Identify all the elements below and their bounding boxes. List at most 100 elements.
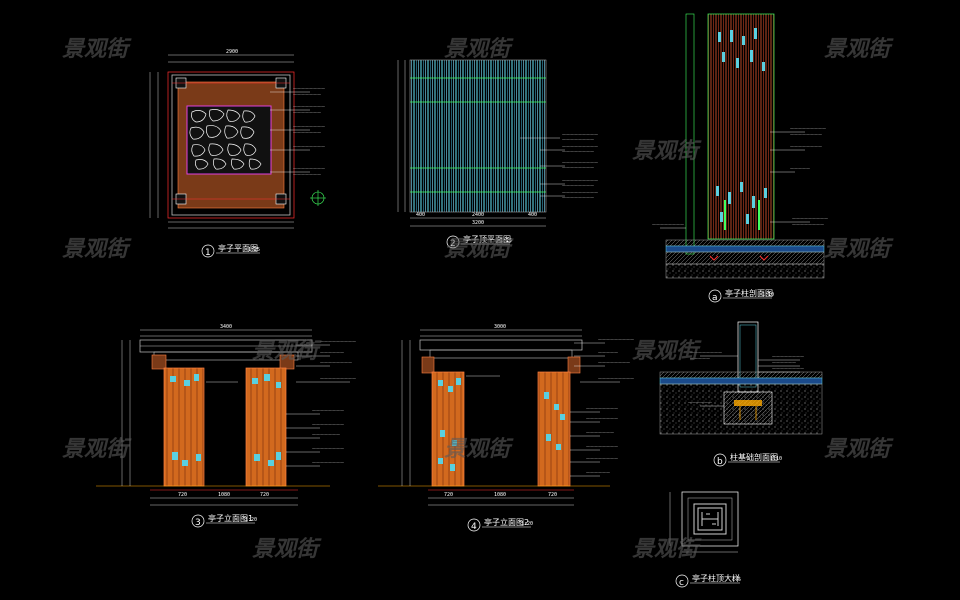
svg-text:————————: ———————— bbox=[293, 86, 325, 91]
svg-text:———————: ——————— bbox=[586, 430, 614, 435]
svg-text:————————: ———————— bbox=[772, 354, 804, 359]
svg-text:————————: ———————— bbox=[320, 360, 352, 365]
watermark: 景观街 bbox=[62, 437, 132, 462]
svg-text:—————: ————— bbox=[690, 356, 710, 361]
svg-text:——————: —————— bbox=[772, 360, 796, 365]
svg-text:———————: ——————— bbox=[293, 92, 321, 97]
watermark: 景观街 bbox=[444, 237, 514, 262]
view-a-column-section: ————————————————— ———————— ————— ———————… bbox=[652, 13, 828, 303]
svg-text:————————: ———————— bbox=[690, 350, 722, 355]
svg-text:1:10: 1:10 bbox=[762, 292, 774, 298]
view-b-title: 柱基础剖面图 bbox=[730, 452, 778, 462]
svg-text:————————: ———————— bbox=[586, 416, 618, 421]
svg-text:2900: 2900 bbox=[226, 49, 238, 55]
view-2-title: 亭子顶平面图 bbox=[463, 234, 511, 244]
svg-text:———————: ——————— bbox=[312, 432, 340, 437]
svg-text:720: 720 bbox=[260, 492, 269, 498]
svg-text:720: 720 bbox=[444, 492, 453, 498]
view-3-title: 亭子立面图1 bbox=[208, 513, 253, 523]
svg-text:—————: ————— bbox=[790, 166, 810, 171]
svg-text:3: 3 bbox=[195, 518, 201, 528]
svg-text:—————————: ————————— bbox=[320, 376, 356, 381]
svg-text:—————————: ————————— bbox=[562, 160, 598, 165]
watermark: 景观街 bbox=[444, 37, 514, 62]
svg-text:————————: ———————— bbox=[562, 195, 594, 200]
svg-text:1: 1 bbox=[205, 248, 211, 258]
svg-text:————————: ———————— bbox=[562, 137, 594, 142]
svg-text:————————: ———————— bbox=[586, 444, 618, 449]
view-1-title: 亭子平面图 bbox=[218, 243, 258, 253]
svg-text:1:10: 1:10 bbox=[770, 456, 782, 462]
view-b-foundation-section: ————————————— —————————————— ———————— ——… bbox=[659, 321, 823, 467]
svg-text:720: 720 bbox=[548, 492, 557, 498]
svg-text:—————————: ————————— bbox=[598, 337, 634, 342]
svg-text:1:5: 1:5 bbox=[732, 577, 741, 583]
svg-text:————————: ———————— bbox=[312, 408, 344, 413]
svg-text:b: b bbox=[717, 457, 723, 467]
svg-text:3400: 3400 bbox=[220, 324, 232, 330]
watermark: 景观街 bbox=[824, 37, 894, 62]
watermark: 景观街 bbox=[444, 437, 514, 462]
watermark: 景观街 bbox=[632, 139, 702, 164]
watermark: 景观街 bbox=[824, 237, 894, 262]
svg-text:———————: ——————— bbox=[293, 172, 321, 177]
svg-text:2400: 2400 bbox=[472, 212, 484, 218]
svg-text:————————: ———————— bbox=[586, 406, 618, 411]
svg-text:——————: —————— bbox=[688, 400, 712, 405]
svg-text:————————: ———————— bbox=[312, 422, 344, 427]
watermark: 景观街 bbox=[252, 339, 322, 364]
watermark-layer: 景观街 景观街 景观街 景观街 景观街 景观街 景观街 景观街 景观街 景观街 … bbox=[62, 37, 894, 562]
svg-text:1:25: 1:25 bbox=[500, 238, 512, 244]
svg-text:1:25: 1:25 bbox=[248, 247, 260, 253]
svg-text:————————: ———————— bbox=[562, 183, 594, 188]
svg-text:————————: ———————— bbox=[792, 222, 824, 227]
svg-text:——————: —————— bbox=[586, 470, 610, 475]
svg-text:————————: ———————— bbox=[562, 165, 594, 170]
svg-text:—————————: ————————— bbox=[792, 216, 828, 221]
watermark: 景观街 bbox=[62, 37, 132, 62]
svg-text:4: 4 bbox=[471, 522, 477, 532]
svg-text:————————: ———————— bbox=[293, 144, 325, 149]
view-c-title: 亭子柱顶大样 bbox=[692, 573, 740, 583]
svg-text:————————: ———————— bbox=[293, 104, 325, 109]
svg-text:—————————: ————————— bbox=[790, 126, 826, 131]
svg-text:400: 400 bbox=[528, 212, 537, 218]
svg-text:———————: ——————— bbox=[293, 110, 321, 115]
svg-text:—————————: ————————— bbox=[320, 339, 356, 344]
svg-text:————————: ———————— bbox=[562, 149, 594, 154]
svg-text:————————: ———————— bbox=[312, 460, 344, 465]
svg-text:400: 400 bbox=[416, 212, 425, 218]
svg-text:————————: ———————— bbox=[790, 132, 822, 137]
watermark: 景观街 bbox=[632, 537, 702, 562]
view-1-plan: 2900 ——————————————— ——————————————— ———… bbox=[149, 49, 326, 258]
svg-text:—————————: ————————— bbox=[562, 144, 598, 149]
svg-text:—————————: ————————— bbox=[598, 376, 634, 381]
svg-text:a: a bbox=[712, 293, 718, 303]
svg-text:1:20: 1:20 bbox=[245, 517, 257, 523]
svg-text:—————————: ————————— bbox=[562, 190, 598, 195]
svg-text:————————: ———————— bbox=[652, 222, 684, 227]
svg-text:————————: ———————— bbox=[293, 124, 325, 129]
view-3-elevation-1: 3400 720 1080 720 ——————————————— ——————… bbox=[96, 324, 356, 528]
svg-text:3200: 3200 bbox=[472, 220, 484, 226]
watermark: 景观街 bbox=[252, 537, 322, 562]
svg-text:————————: ———————— bbox=[586, 456, 618, 461]
view-c-column-top-detail: c 亭子柱顶大样 1:5 bbox=[669, 491, 741, 588]
view-2-roof-plan: 400 2400 400 3200 ————————————————— ————… bbox=[397, 59, 598, 249]
svg-text:1080: 1080 bbox=[218, 492, 230, 498]
svg-text:2: 2 bbox=[450, 239, 456, 249]
svg-text:———————: ——————— bbox=[293, 130, 321, 135]
svg-text:————————: ———————— bbox=[790, 144, 822, 149]
watermark: 景观街 bbox=[824, 437, 894, 462]
svg-text:————————: ———————— bbox=[312, 446, 344, 451]
svg-text:————————: ———————— bbox=[772, 366, 804, 371]
svg-text:—————: ————— bbox=[598, 350, 618, 355]
svg-text:720: 720 bbox=[178, 492, 187, 498]
svg-text:—————————: ————————— bbox=[562, 132, 598, 137]
svg-text:1:20: 1:20 bbox=[521, 521, 533, 527]
view-4-title: 亭子立面图2 bbox=[484, 517, 529, 527]
svg-text:1080: 1080 bbox=[494, 492, 506, 498]
view-4-elevation-2: 3000 720 1080 720 —————————————— ———————… bbox=[378, 324, 634, 532]
watermark: 景观街 bbox=[632, 339, 702, 364]
